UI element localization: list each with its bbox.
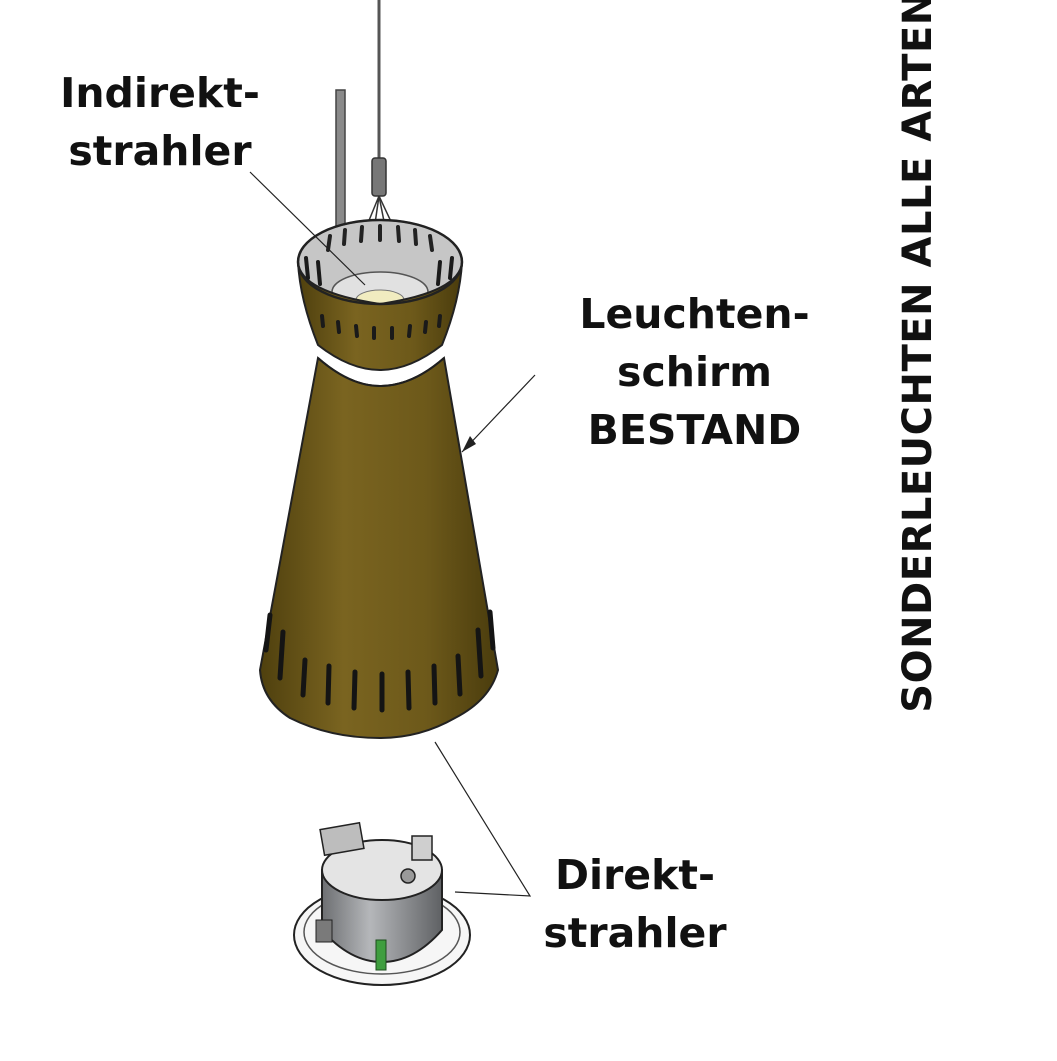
label-line: Direkt- <box>555 851 715 899</box>
label-leuchtenschirm: Leuchten- schirm BESTAND <box>572 285 817 459</box>
leader-lines <box>249 171 536 897</box>
label-direktstrahler: Direkt- strahler <box>540 846 730 962</box>
label-line: strahler <box>68 127 252 175</box>
label-line: strahler <box>543 909 727 957</box>
collar-slots-outer <box>304 256 454 340</box>
downlight-unit <box>293 821 471 986</box>
label-line: Indirekt- <box>60 69 260 117</box>
label-line: schirm <box>617 348 772 396</box>
label-indirektstrahler: Indirekt- strahler <box>55 64 265 180</box>
cable-connector <box>371 157 387 197</box>
label-line: BESTAND <box>587 406 802 454</box>
label-line: Leuchten- <box>579 290 810 338</box>
side-title-text: SONDERLEUCHTEN ALLE ARTEN <box>895 0 941 713</box>
shade-slots <box>263 609 496 713</box>
lamp-shade <box>258 356 500 740</box>
collar-slots-inner <box>326 224 434 252</box>
